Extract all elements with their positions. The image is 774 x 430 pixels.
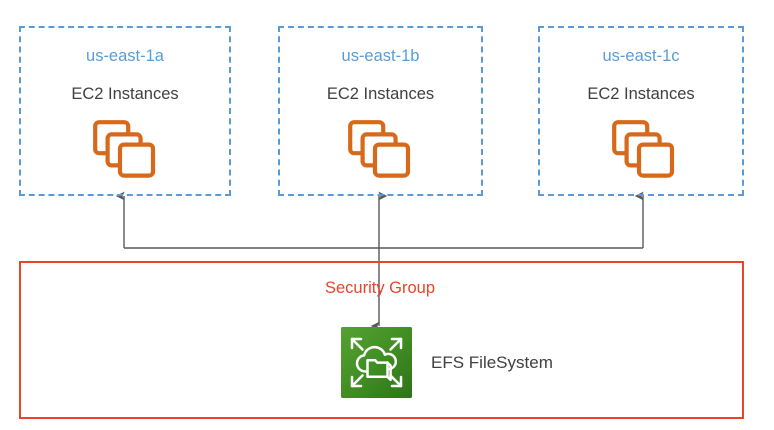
availability-zone-us-east-1a[interactable]: us-east-1a EC2 Instances (19, 26, 231, 196)
security-group-label: Security Group (324, 279, 436, 297)
az-label: us-east-1a (86, 47, 164, 65)
efs-filesystem-icon[interactable] (341, 327, 412, 398)
availability-zone-us-east-1b[interactable]: us-east-1b EC2 Instances (278, 26, 483, 196)
security-group-boundary[interactable] (19, 261, 744, 419)
ec2-instances-icon[interactable] (348, 120, 412, 178)
ec2-instances-icon[interactable] (93, 120, 157, 178)
az-label: us-east-1b (341, 47, 420, 65)
az-label: us-east-1c (602, 47, 680, 65)
az-resource-label: EC2 Instances (71, 85, 179, 103)
availability-zone-us-east-1c[interactable]: us-east-1c EC2 Instances (538, 26, 744, 196)
efs-filesystem-label: EFS FileSystem (431, 353, 553, 372)
ec2-instances-icon[interactable] (612, 120, 676, 178)
az-resource-label: EC2 Instances (326, 85, 435, 103)
az-resource-label: EC2 Instances (587, 85, 695, 103)
